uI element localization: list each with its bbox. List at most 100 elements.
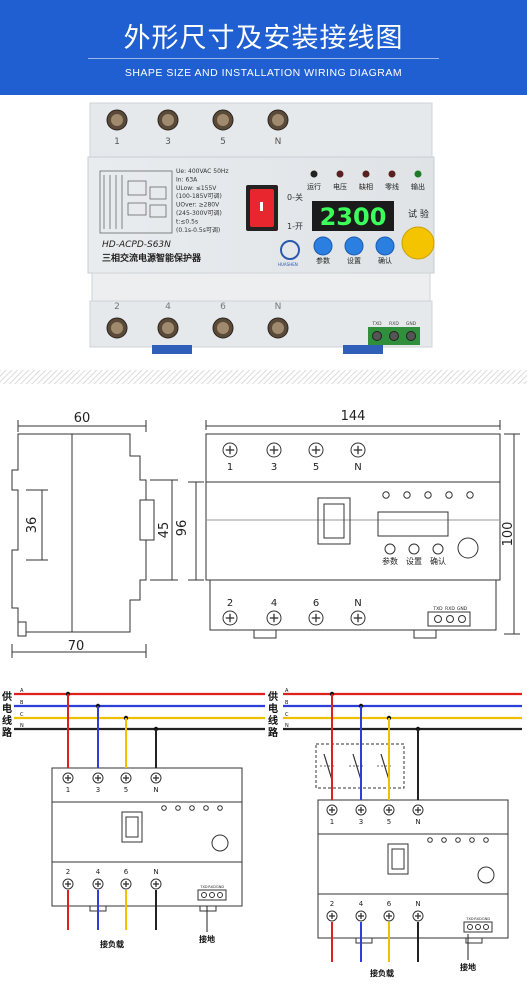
led-icon	[414, 170, 422, 178]
digital-display	[312, 201, 394, 231]
top-terminal-label: N	[415, 818, 420, 826]
indicator-leds: 运行电压缺相零线输出	[307, 170, 425, 191]
supply-line-label: 电	[268, 702, 278, 715]
blue-control-button[interactable]	[313, 236, 333, 256]
control-button-label: 参数	[316, 256, 330, 265]
front-button-label: 设置	[406, 556, 422, 566]
indicator-label: 缺相	[359, 182, 373, 191]
blue-control-button[interactable]	[375, 236, 395, 256]
phase-label: B	[20, 700, 24, 706]
section-divider	[0, 370, 527, 384]
top-terminal-screw-icon	[150, 772, 162, 784]
top-terminal-label: 3	[165, 137, 171, 147]
top-terminal-screw-icon	[383, 804, 395, 816]
control-buttons[interactable]: 参数设置确认	[313, 236, 395, 265]
front-button-label: 确认	[430, 556, 446, 566]
phase-label: A	[20, 688, 24, 694]
top-terminal-label: 1	[66, 786, 70, 794]
front-comm-screw-icon	[458, 615, 466, 623]
top-terminal-screw-icon	[412, 804, 424, 816]
spec-line: (100-185V可调)	[176, 192, 222, 200]
front-bottom-screw-icon	[222, 610, 238, 626]
front-bottom-screw-icon	[308, 610, 324, 626]
top-terminal-label: N	[275, 137, 282, 147]
bottom-terminal-screw-icon	[355, 910, 367, 922]
front-button-icon	[432, 543, 444, 555]
led-icon	[189, 805, 195, 811]
bottom-terminal-label: 4	[165, 302, 171, 312]
led-icon	[310, 170, 318, 178]
led-icon	[161, 805, 167, 811]
supply-line-label: 路	[268, 726, 279, 739]
switch-off-label: 0-关	[287, 192, 303, 202]
led-icon	[336, 170, 344, 178]
product-name: 三相交流电源智能保护器	[102, 252, 202, 264]
led-icon	[203, 805, 209, 811]
ground-label: 接地	[460, 962, 476, 972]
dim-front-height-right: 100	[501, 522, 516, 547]
supply-line-label: 线	[2, 714, 12, 727]
top-terminal-label: 3	[96, 786, 100, 794]
bottom-terminal-screw-icon	[120, 878, 132, 890]
test-button-icon	[211, 834, 229, 852]
control-button-label: 设置	[347, 256, 361, 265]
front-led-icon	[445, 491, 453, 499]
indicator-label: 输出	[411, 182, 425, 191]
bottom-terminal-label: N	[415, 900, 420, 908]
bottom-terminal-label: 6	[220, 302, 226, 312]
front-led-icon	[424, 491, 432, 499]
comm-terminal-label: GND	[406, 321, 417, 327]
front-comm-screw-icon	[434, 615, 442, 623]
front-bottom-terminal-label: 2	[227, 598, 233, 609]
bottom-terminal-label: 6	[124, 868, 129, 876]
comm-terminal-label: RXD	[389, 321, 399, 327]
switch-on-label: 1-开	[287, 222, 303, 231]
front-bottom-screw-icon	[350, 610, 366, 626]
top-terminal-screw-icon	[120, 772, 132, 784]
bottom-terminal-screw-icon	[62, 878, 74, 890]
front-bottom-terminal-label: 4	[271, 598, 277, 609]
front-top-terminal-label: 3	[271, 462, 277, 473]
bottom-terminal-label: 4	[359, 900, 364, 908]
top-terminal-label: 5	[387, 818, 391, 826]
supply-line-label: 供	[267, 690, 278, 703]
supply-line-label: 供	[1, 690, 12, 703]
side-view-outline	[11, 433, 147, 633]
bottom-terminal-screw-icon	[92, 878, 104, 890]
spec-line: In: 63A	[176, 176, 198, 183]
front-top-terminal-label: 5	[313, 462, 319, 473]
front-bottom-screw-icon	[266, 610, 282, 626]
led-icon	[175, 805, 181, 811]
spec-line: (0.1s-0.5s可调)	[176, 226, 220, 234]
test-button[interactable]	[401, 226, 435, 260]
phase-label: A	[285, 688, 289, 694]
front-view-panel	[205, 481, 501, 581]
led-icon	[483, 837, 489, 843]
dim-side-height-outer: 45	[157, 522, 172, 539]
phase-label: B	[285, 700, 289, 706]
front-led-icon	[403, 491, 411, 499]
front-top-screw-icon	[266, 442, 282, 458]
dim-side-width-bottom: 70	[68, 639, 85, 654]
led-icon	[469, 837, 475, 843]
front-comm-screw-icon	[446, 615, 454, 623]
page-subtitle: SHAPE SIZE AND INSTALLATION WIRING DIAGR…	[124, 67, 403, 79]
load-label: 接负载	[100, 939, 124, 949]
comm-terminal-label: RXD	[474, 917, 482, 921]
top-terminal-screw-icon	[92, 772, 104, 784]
front-top-terminal-label: 1	[227, 462, 233, 473]
indicator-label: 运行	[307, 182, 321, 191]
indicator-label: 电压	[333, 182, 347, 191]
load-label: 接负载	[370, 968, 394, 978]
led-icon	[217, 805, 223, 811]
comm-terminal-label: TXD	[371, 321, 382, 327]
blue-control-button[interactable]	[344, 236, 364, 256]
comm-terminal-label: TXD	[465, 917, 474, 921]
front-top-terminal-label: N	[354, 462, 361, 473]
front-top-screw-icon	[350, 442, 366, 458]
supply-line-label: 电	[2, 702, 12, 715]
led-icon	[427, 837, 433, 843]
test-button-icon	[477, 866, 495, 884]
